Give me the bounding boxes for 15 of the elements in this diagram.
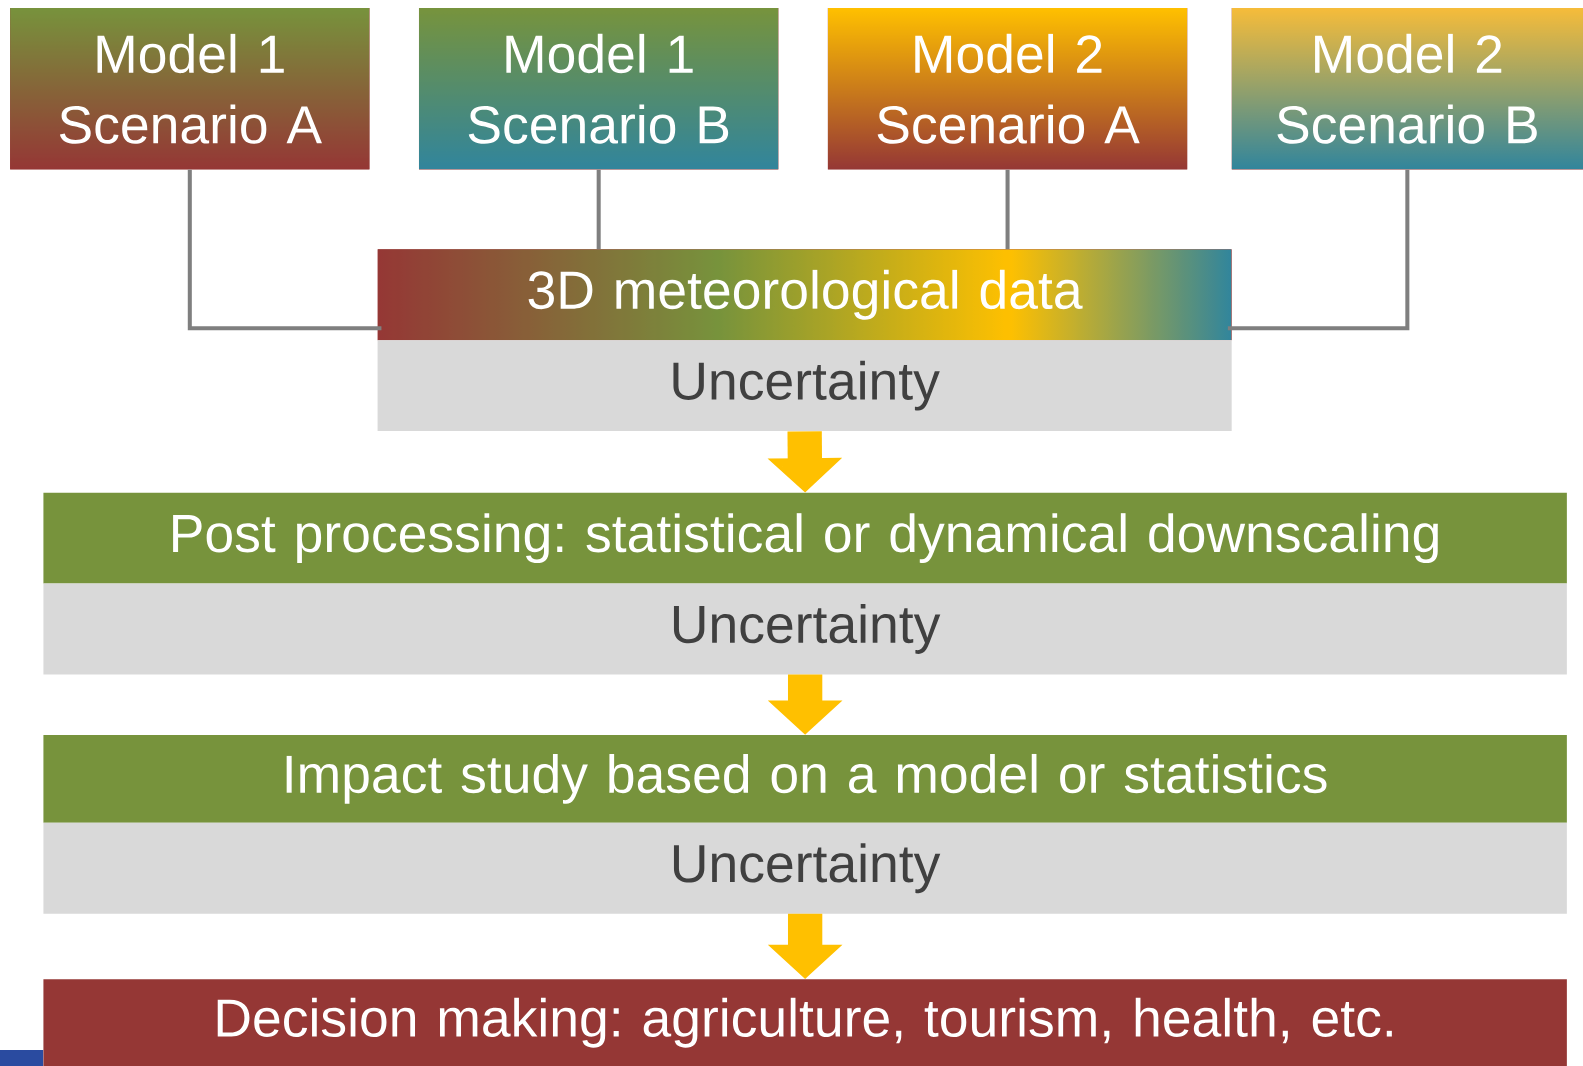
model-box: Model 2 Scenario A [827,8,1188,170]
model-box: Model 1 Scenario B [419,8,779,170]
process-band: Post processing: statistical or dynamical downscaling [43,492,1567,584]
connector-line [596,169,601,250]
uncertainty-band: Uncertainty [377,340,1232,432]
uncertainty-band: Uncertainty [43,822,1567,914]
decision-band: Decision making: agriculture, tourism, health, etc. [43,979,1567,1066]
model-box: Model 1 Scenario A [10,8,370,170]
connector-line [1227,169,1410,331]
connector-line [187,169,382,331]
model-box: Model 2 Scenario B [1231,8,1583,170]
data-band: 3D meteorological data [377,249,1232,341]
process-band: Impact study based on a model or statistics [43,734,1567,823]
connector-line [1005,169,1010,250]
uncertainty-band: Uncertainty [43,583,1567,675]
